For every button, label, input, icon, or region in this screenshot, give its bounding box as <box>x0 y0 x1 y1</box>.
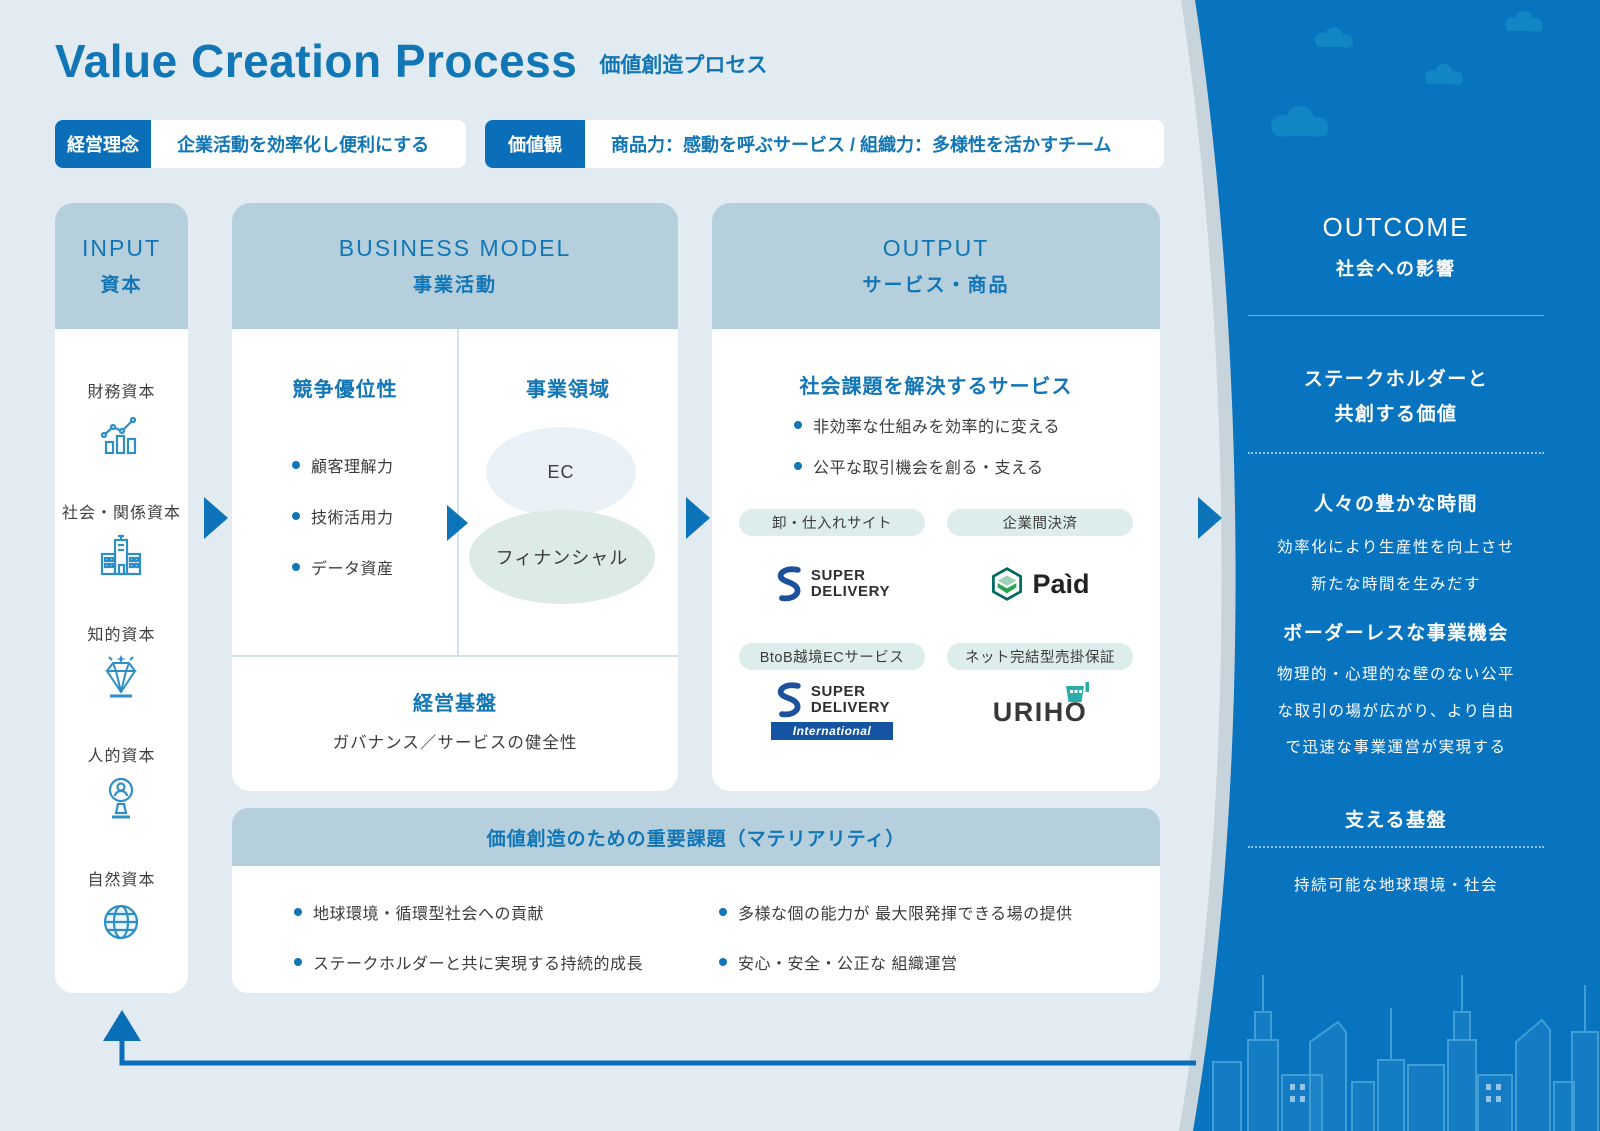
output-heading-en: OUTPUT <box>882 235 990 261</box>
uriho-logo: URIHO <box>947 682 1133 728</box>
capital-item-human: 人的資本 <box>87 742 155 823</box>
product-tag-receivable-guarantee: ネット完結型売掛保証 <box>947 643 1133 670</box>
materiality-body: 地球環境・循環型社会への貢献 ステークホルダーと共に実現する持続的成長 多様な個… <box>232 866 1160 993</box>
outcome-heading-ja: 社会への影響 <box>1336 259 1456 279</box>
domain-ec: EC <box>486 427 636 517</box>
business-model-box: BUSINESS MODEL 事業活動 競争優位性 顧客理解力 技術活用力 デー… <box>232 203 678 791</box>
output-header: OUTPUT サービス・商品 <box>712 203 1160 329</box>
list-item: 技術活用力 <box>292 504 394 528</box>
diamond-icon <box>97 654 145 700</box>
philosophy-label: 経営理念 <box>55 120 151 168</box>
philosophy-text: 企業活動を効率化し便利にする <box>151 120 466 168</box>
bm-internal-arrow-icon <box>447 505 468 541</box>
output-box: OUTPUT サービス・商品 社会課題を解決するサービス 非効率な仕組みを効率的… <box>712 203 1160 791</box>
business-model-heading-en: BUSINESS MODEL <box>338 235 572 261</box>
list-item: 地球環境・循環型社会への貢献 <box>294 900 643 924</box>
capital-item-natural: 自然資本 <box>87 866 155 945</box>
paid-logo: Paìd <box>947 567 1133 601</box>
bm-vertical-divider <box>457 329 459 655</box>
business-model-heading-ja: 事業活動 <box>412 275 497 296</box>
international-banner: International <box>771 722 893 740</box>
uriho-building-icon <box>1065 682 1091 708</box>
list-item: 非効率な仕組みを効率的に変える <box>794 413 1060 437</box>
materiality-box: 価値創造のための重要課題（マテリアリティ） 地球環境・循環型社会への貢献 ステー… <box>232 808 1160 993</box>
materiality-left-list: 地球環境・循環型社会への貢献 ステークホルダーと共に実現する持続的成長 <box>294 900 643 974</box>
globe-icon <box>97 899 145 945</box>
domain-financial: フィナンシャル <box>469 510 655 604</box>
materiality-title: 価値創造のための重要課題（マテリアリティ） <box>486 828 906 850</box>
outcome-panel-background <box>1193 0 1600 1131</box>
business-model-header: BUSINESS MODEL 事業活動 <box>232 203 678 329</box>
list-item: 安心・安全・公正な 組織運営 <box>719 950 1073 974</box>
feedback-loop-arrow <box>103 1010 1196 1066</box>
input-heading-ja: 資本 <box>100 275 143 296</box>
flow-arrow-bm-to-output-icon <box>686 497 710 539</box>
page-title-en: Value Creation Process <box>55 35 578 87</box>
building-icon <box>97 532 145 578</box>
philosophy-pill: 経営理念 企業活動を効率化し便利にする <box>55 120 466 168</box>
product-tag-b2b-payment: 企業間決済 <box>947 509 1133 536</box>
product-tag-crossborder-ec: BtoB越境ECサービス <box>739 643 925 670</box>
outcome-dotted-divider <box>1248 452 1544 454</box>
list-item: 公平な取引機会を創る・支える <box>794 454 1060 478</box>
outcome-divider <box>1248 315 1544 316</box>
values-pill: 価値観 商品力：感動を呼ぶサービス / 組織力：多様性を活かすチーム <box>485 120 1164 168</box>
capital-item-social: 社会・関係資本 <box>62 499 181 578</box>
list-item: 多様な個の能力が 最大限発揮できる場の提供 <box>719 900 1073 924</box>
bm-horizontal-divider <box>232 655 678 657</box>
outcome-heading-en: OUTCOME <box>1322 212 1470 242</box>
outcome-block-borderless: ボーダーレスな事業機会 物理的・心理的な壁のない公平 な取引の場が広がり、より自… <box>1276 623 1515 756</box>
product-tag-wholesale: 卸・仕入れサイト <box>739 509 925 536</box>
materiality-right-list: 多様な個の能力が 最大限発揮できる場の提供 安心・安全・公正な 組織運営 <box>719 900 1073 974</box>
page-title: Value Creation Process 価値創造プロセス <box>55 34 767 88</box>
business-domains-title: 事業領域 <box>526 379 610 401</box>
capital-item-financial: 財務資本 <box>87 378 155 457</box>
service-bullet-list: 非効率な仕組みを効率的に変える 公平な取引機会を創る・支える <box>794 413 1060 478</box>
city-skyline-icon <box>1212 975 1599 1131</box>
output-body: 社会課題を解決するサービス 非効率な仕組みを効率的に変える 公平な取引機会を創る… <box>712 329 1160 791</box>
input-heading-en: INPUT <box>82 235 161 261</box>
flow-arrow-input-to-bm-icon <box>204 497 228 539</box>
list-item: データ資産 <box>292 555 394 579</box>
business-model-body: 競争優位性 顧客理解力 技術活用力 データ資産 事業領域 EC フィナンシャル … <box>232 329 678 791</box>
foundation-text: ガバナンス／サービスの健全性 <box>332 734 578 752</box>
foundation-title: 経営基盤 <box>413 693 497 715</box>
page-title-ja: 価値創造プロセス <box>599 54 768 77</box>
flow-arrow-output-to-outcome-icon <box>1198 497 1222 539</box>
competitive-advantage-title: 競争優位性 <box>292 379 398 401</box>
capital-list: 財務資本 社会・関係資本 <box>55 329 188 993</box>
values-label: 価値観 <box>485 120 585 168</box>
super-delivery-s-icon <box>774 681 804 719</box>
materiality-header: 価値創造のための重要課題（マテリアリティ） <box>232 808 1160 866</box>
input-header: INPUT 資本 <box>55 203 188 329</box>
competitive-advantage-list: 顧客理解力 技術活用力 データ資産 <box>292 453 394 579</box>
person-podium-icon <box>97 775 145 823</box>
super-delivery-s-icon <box>774 565 804 603</box>
capital-item-intellectual: 知的資本 <box>87 621 155 700</box>
outcome-dotted-divider <box>1248 846 1544 848</box>
values-text: 商品力：感動を呼ぶサービス / 組織力：多様性を活かすチーム <box>585 120 1164 168</box>
outcome-block-foundation: 支える基盤 <box>1345 810 1447 831</box>
super-delivery-logo: SUPER DELIVERY <box>739 565 925 603</box>
list-item: ステークホルダーと共に実現する持続的成長 <box>294 950 643 974</box>
output-heading-ja: サービス・商品 <box>862 275 1010 296</box>
finance-chart-icon <box>97 411 145 457</box>
input-column: INPUT 資本 財務資本 社会・関係資本 <box>55 203 188 993</box>
outcome-header: OUTCOME 社会への影響 <box>1240 212 1552 281</box>
outcome-block-stakeholder: ステークホルダーと 共創する価値 <box>1303 369 1489 426</box>
paid-cube-icon <box>990 567 1024 601</box>
list-item: 顧客理解力 <box>292 453 394 477</box>
service-title: 社会課題を解決するサービス <box>799 376 1073 398</box>
outcome-block-time: 人々の豊かな時間 効率化により生産性を向上させ 新たな時間を生みだす <box>1277 494 1515 593</box>
cloud-icons <box>1271 11 1543 137</box>
outcome-foundation-text: 持続可能な地球環境・社会 <box>1293 877 1498 894</box>
super-delivery-international-logo: SUPER DELIVERY International <box>739 681 925 740</box>
